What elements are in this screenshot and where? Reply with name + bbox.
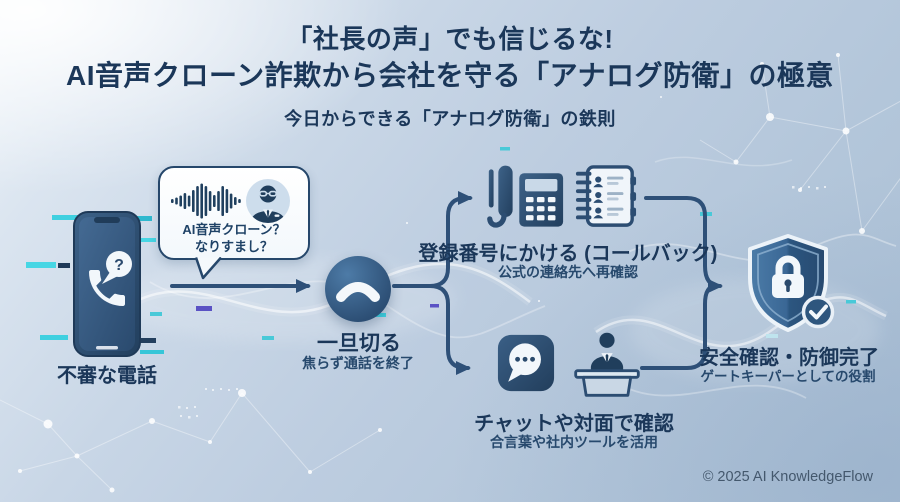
question-bubble-icon: ? — [102, 251, 132, 284]
pixel-dot-clusters — [178, 96, 826, 419]
arrow-hangup-to-chat — [394, 284, 471, 375]
padlock-icon — [772, 255, 804, 298]
hangup-circle — [325, 256, 391, 322]
arrow-callback-to-safe — [644, 196, 723, 293]
bubble-tail — [194, 257, 222, 280]
subtitle: 今日からできる「アナログ防衛」の鉄則 — [284, 109, 616, 129]
constellation-nodes — [18, 53, 865, 493]
bubble-text: AI音声クローン？ なりすまし？ — [160, 221, 308, 255]
smartphone-icon: ? — [73, 211, 141, 357]
check-badge-icon — [801, 295, 835, 329]
call-icon — [89, 270, 125, 306]
arrow-chat-to-safe — [640, 284, 718, 370]
sublabel-safe: ゲートキーパーとしての役割 — [700, 369, 876, 384]
contact-rows — [593, 176, 624, 219]
question-mark: ? — [114, 257, 124, 274]
hangup-phone-icon — [336, 282, 380, 302]
waveform-icon — [171, 183, 241, 219]
sublabel-chat-verify: 合言葉や社内ツールを活用 — [490, 434, 658, 450]
label-callback: 登録番号にかける (コールバック) — [418, 243, 718, 265]
bubble-line1: AI音声クローン？ — [182, 222, 286, 237]
bubble-line2: なりすまし？ — [194, 239, 273, 255]
constellation-lines — [0, 54, 900, 491]
label-suspicious-call: 不審な電話 — [57, 365, 157, 387]
caller-avatar-icon — [246, 179, 290, 223]
label-hangup: 一旦切る — [317, 332, 401, 355]
sublabel-callback: 公式の連絡先へ再確認 — [498, 264, 638, 280]
label-safe: 安全確認・防御完了 — [699, 347, 879, 369]
title-line1: 「社長の声」でも信じるな! — [286, 24, 614, 54]
label-chat-verify: チャットや対面で確認 — [474, 413, 674, 435]
contact-book-icon — [575, 165, 637, 227]
chat-app-icon — [497, 334, 555, 392]
desk-phone-icon — [487, 165, 564, 228]
copyright-text: © 2025 AI KnowledgeFlow — [702, 469, 873, 485]
person-at-desk-icon — [574, 332, 640, 397]
title-line2: AI音声クローン詐欺から会社を守る「アナログ防衛」の極意 — [65, 60, 835, 91]
speech-bubble: AI音声クローン？ なりすまし？ — [158, 166, 310, 280]
sublabel-hangup: 焦らず通話を終了 — [302, 355, 414, 371]
security-shield-icon — [748, 234, 835, 332]
